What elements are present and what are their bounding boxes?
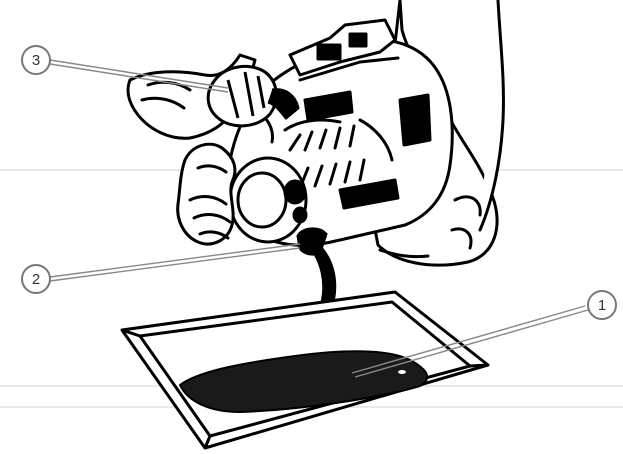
oil-highlight [398, 370, 406, 374]
callout-2: 2 [22, 265, 50, 293]
pulley-drawing [230, 158, 306, 242]
front-left-hand-drawing [178, 144, 235, 244]
callout-1-label: 1 [598, 297, 606, 314]
callout-2-label: 2 [32, 271, 40, 288]
callout-1: 1 [588, 291, 616, 319]
callout-3-label: 3 [32, 52, 40, 69]
callout-3: 3 [22, 46, 50, 74]
